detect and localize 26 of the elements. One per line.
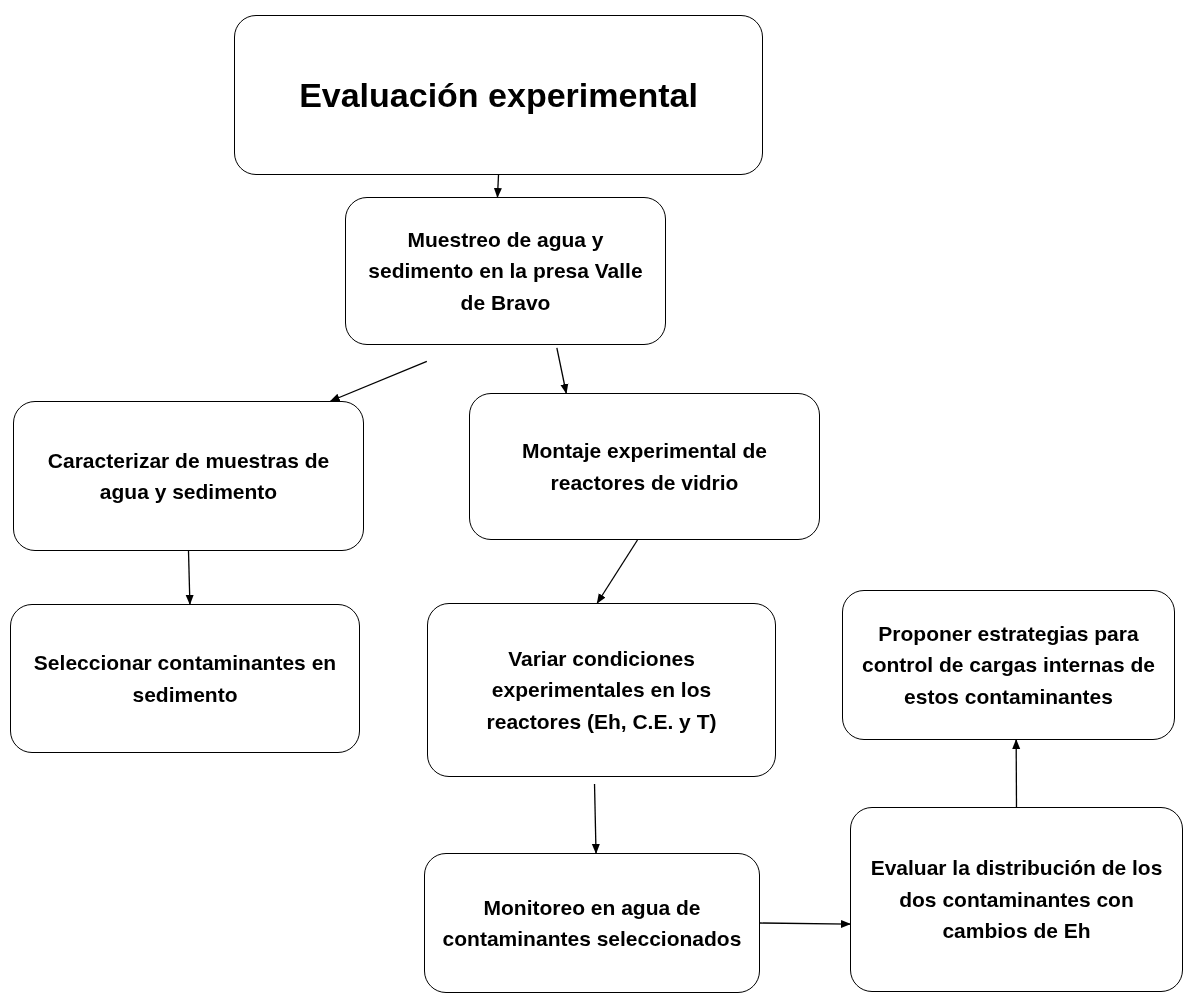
process-box	[13, 401, 364, 551]
arrow	[1012, 739, 1021, 808]
box-text: Evaluar la distribución de los dos contaminantes con cambios de Eh	[869, 855, 1164, 945]
process-box	[234, 15, 763, 175]
box-text: Evaluación experimental	[299, 74, 698, 116]
box-text: Monitoreo en agua de contaminantes seleccionados	[441, 894, 743, 952]
process-box	[842, 590, 1175, 740]
arrow	[759, 920, 851, 928]
arrow	[329, 360, 428, 402]
process-box	[427, 603, 776, 777]
process-box	[469, 393, 820, 540]
arrow	[556, 347, 569, 394]
box-text: Proponer estrategias para control de cargas internas de estos contaminantes	[861, 620, 1156, 710]
box-text: Montaje experimental de reactores de vidrio	[520, 438, 769, 496]
process-box	[10, 604, 360, 753]
process-box	[424, 853, 760, 993]
box-text: Caracterizar de muestras de agua y sedimento	[46, 447, 331, 505]
box-text: Seleccionar contaminantes en sedimento	[32, 650, 338, 708]
arrow	[596, 539, 639, 604]
box-text: Muestreo de agua y sedimento en la presa Valle de Bravo	[367, 226, 644, 316]
process-box	[345, 197, 666, 345]
box-text: Variar condiciones experimentales en los reactores (Eh, C.E. y T)	[485, 645, 718, 735]
arrow	[591, 783, 600, 854]
arrow	[185, 550, 194, 605]
process-box	[850, 807, 1183, 992]
arrow	[493, 174, 502, 198]
